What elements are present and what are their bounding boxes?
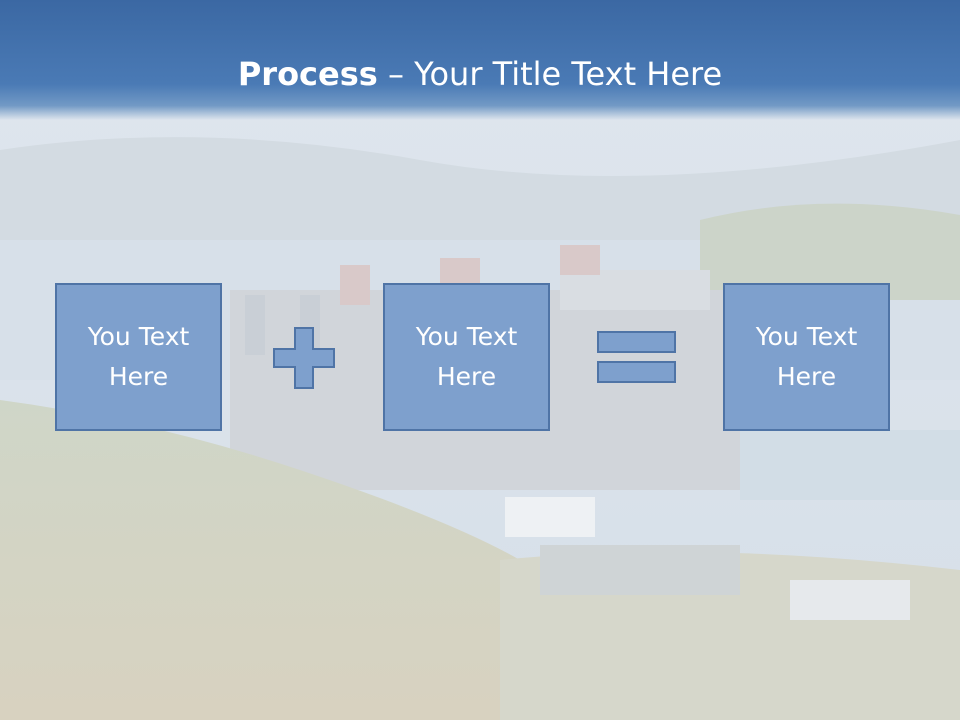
process-box-3-text: You Text Here: [755, 322, 858, 391]
plus-icon: [273, 327, 335, 389]
process-box-2-text: You Text Here: [415, 322, 518, 391]
title-band: [0, 0, 960, 120]
process-box-2: You Text Here: [383, 283, 550, 431]
slide-title-rest: – Your Title Text Here: [377, 55, 723, 93]
process-box-1-text: You Text Here: [87, 322, 190, 391]
process-box-3: You Text Here: [723, 283, 890, 431]
process-box-1: You Text Here: [55, 283, 222, 431]
equals-icon: [597, 331, 676, 383]
slide-title-bold: Process: [237, 55, 378, 93]
slide-title: Process – Your Title Text Here: [0, 52, 960, 96]
